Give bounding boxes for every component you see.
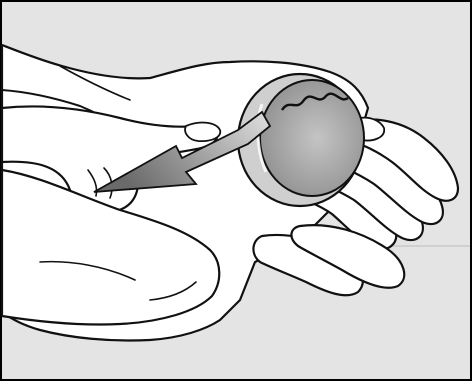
thumbnail	[185, 123, 220, 142]
round-cap-icon	[238, 74, 364, 206]
